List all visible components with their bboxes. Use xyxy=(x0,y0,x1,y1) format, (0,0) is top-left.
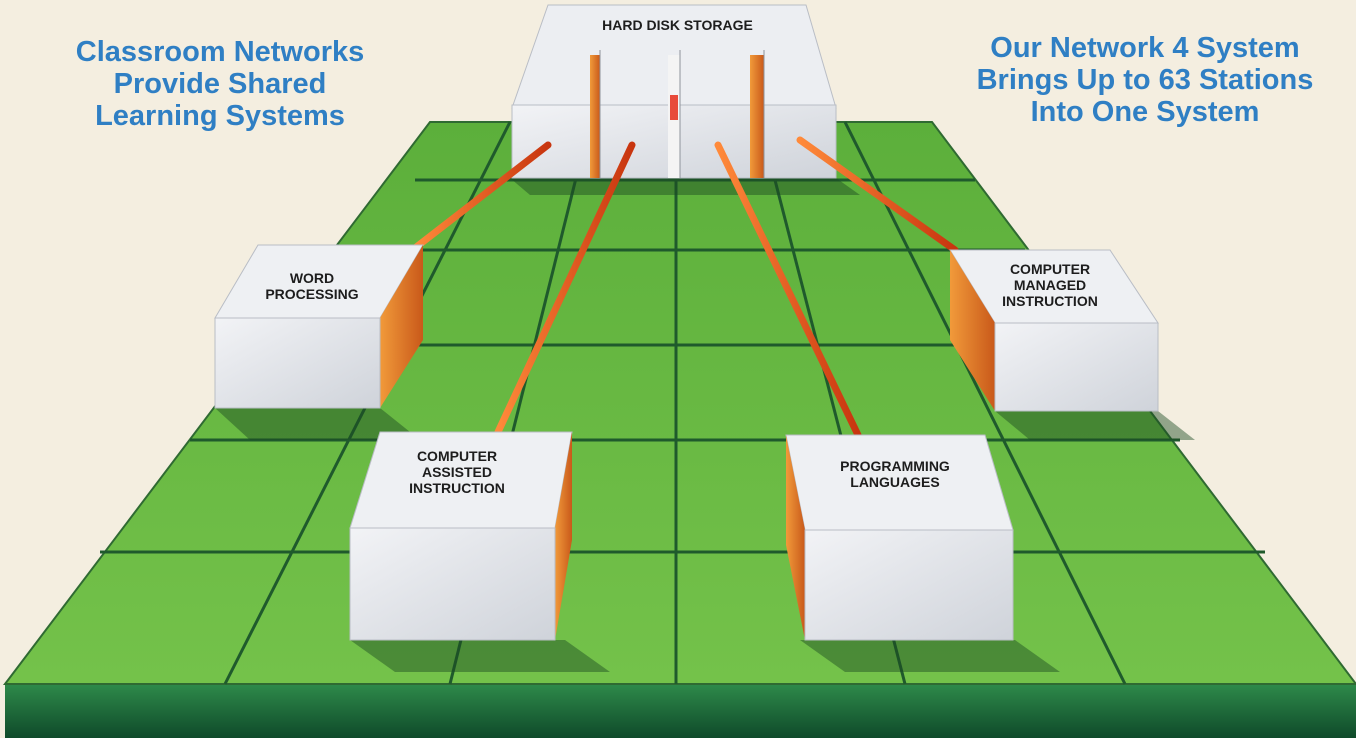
programming-label-line: PROGRAMMING xyxy=(840,458,950,474)
storage-label-line: HARD DISK STORAGE xyxy=(602,17,753,33)
computer-managed-label-line: COMPUTER xyxy=(1009,261,1091,277)
programming-label-line: LANGUAGES xyxy=(850,474,940,490)
box-shadows xyxy=(215,178,1195,672)
computer-assisted-label-line: ASSISTED xyxy=(421,464,492,480)
network-cables xyxy=(411,136,959,439)
computer-assisted-label: COMPUTER ASSISTED INSTRUCTION xyxy=(362,448,552,496)
computer-managed-label: COMPUTER MANAGED INSTRUCTION xyxy=(955,261,1145,309)
headline-left-line: Classroom Networks xyxy=(75,36,365,68)
headline-left-line: Learning Systems xyxy=(95,100,345,132)
computer-assisted-label-line: INSTRUCTION xyxy=(409,480,505,496)
programming-box xyxy=(785,434,1014,641)
computer-assisted-label-line: COMPUTER xyxy=(416,448,498,464)
computer-managed-label-line: MANAGED xyxy=(1013,277,1087,293)
computer-managed-box xyxy=(949,249,1159,412)
headline-left-line: Provide Shared xyxy=(113,68,327,100)
word-processing-label-line: WORD xyxy=(289,270,335,286)
headline-right-line: Brings Up to 63 Stations xyxy=(976,64,1314,96)
headline-left: Classroom Networks Provide Shared Learni… xyxy=(20,36,420,132)
storage-block xyxy=(511,4,837,179)
storage-label: HARD DISK STORAGE xyxy=(545,17,810,33)
computer-managed-label-line: INSTRUCTION xyxy=(1002,293,1098,309)
platform-edge xyxy=(5,684,1356,738)
word-processing-label: WORD PROCESSING xyxy=(222,270,402,302)
word-processing-label-line: PROCESSING xyxy=(265,286,359,302)
headline-right-line: Into One System xyxy=(1030,96,1260,128)
computer-assisted-box xyxy=(349,431,573,641)
headline-right: Our Network 4 System Brings Up to 63 Sta… xyxy=(935,32,1355,128)
headline-right-line: Our Network 4 System xyxy=(990,32,1300,64)
programming-label: PROGRAMMING LANGUAGES xyxy=(800,458,990,490)
word-processing-box xyxy=(214,244,424,409)
